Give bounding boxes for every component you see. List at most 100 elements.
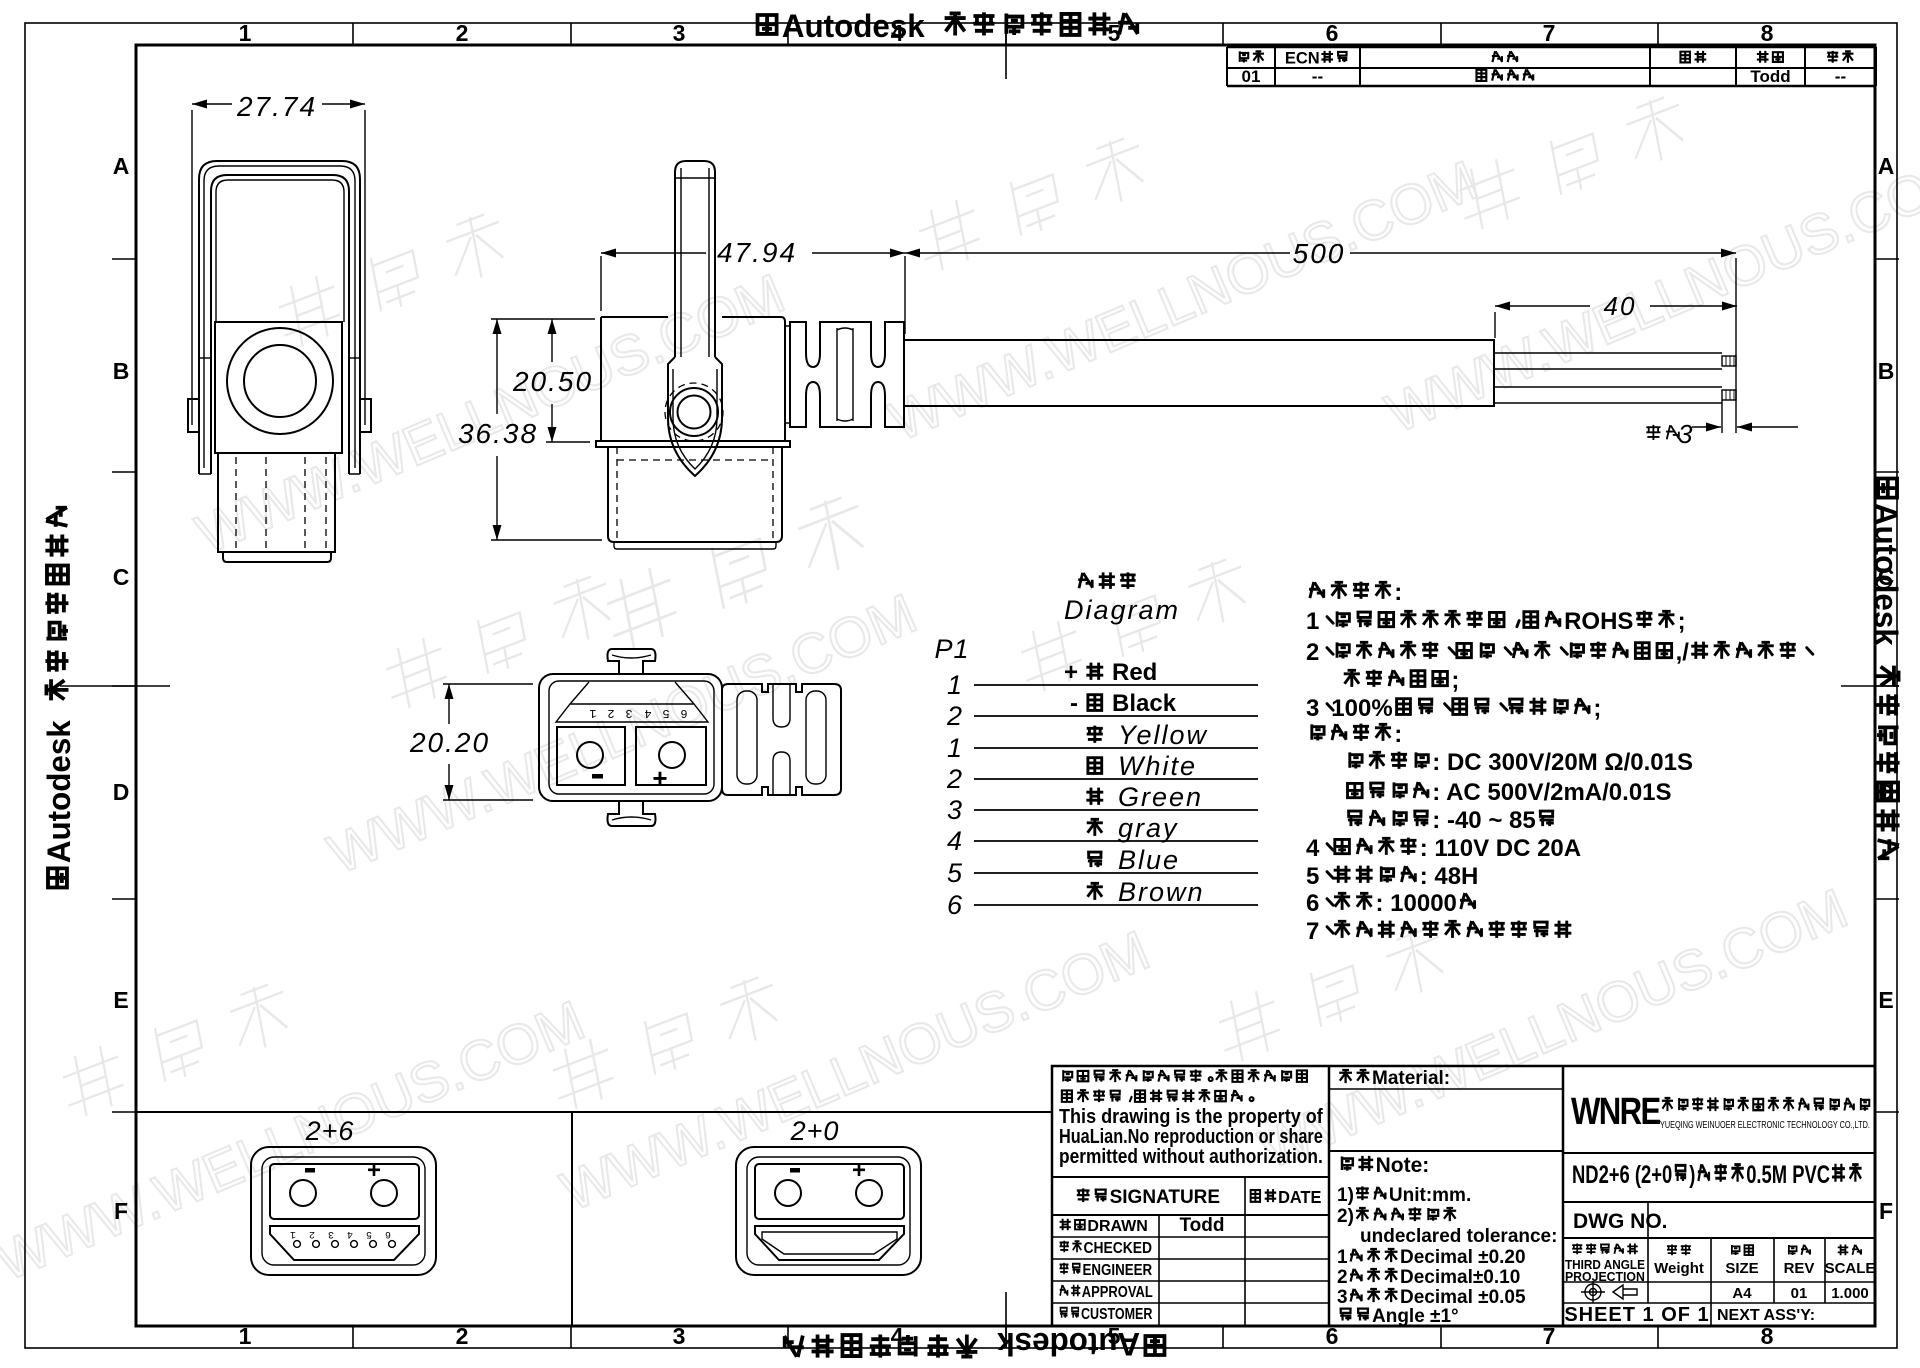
svg-text:: AC 500V/2mA/0.01S: : AC 500V/2mA/0.01S: [1432, 779, 1671, 806]
svg-text:+: +: [1064, 659, 1078, 686]
svg-text:5: 5: [662, 706, 669, 720]
svg-text:ND2+6 (2+0: ND2+6 (2+0: [1572, 1160, 1672, 1188]
svg-text:4: 4: [947, 826, 962, 856]
svg-text:undeclared tolerance:: undeclared tolerance:: [1360, 1226, 1557, 1247]
svg-text:: DC 300V/20M Ω/0.01S: : DC 300V/20M Ω/0.01S: [1432, 749, 1693, 776]
svg-text:3: 3: [1337, 1287, 1348, 1308]
svg-text:Autodesk: Autodesk: [997, 1326, 1140, 1362]
svg-text:01: 01: [1242, 67, 1261, 86]
svg-text:A: A: [113, 153, 130, 179]
svg-text:36.38: 36.38: [458, 418, 538, 449]
svg-text:6: 6: [385, 1228, 391, 1239]
svg-text:+: +: [652, 763, 667, 793]
svg-text:D: D: [113, 779, 130, 805]
svg-text:Autodesk: Autodesk: [782, 8, 925, 44]
svg-text:2: 2: [456, 1323, 469, 1349]
svg-text:DWG NO.: DWG NO.: [1573, 1210, 1668, 1233]
svg-text:2: 2: [1337, 1267, 1348, 1288]
svg-text:THIRD ANGLE: THIRD ANGLE: [1565, 1257, 1645, 1272]
svg-text:4: 4: [347, 1228, 353, 1239]
svg-text:PROJECTION: PROJECTION: [1565, 1270, 1645, 1284]
svg-text:E: E: [113, 987, 128, 1013]
svg-text:SIGNATURE: SIGNATURE: [1110, 1187, 1220, 1208]
svg-text:A: A: [1878, 153, 1895, 179]
svg-text:6: 6: [947, 890, 963, 920]
svg-text:E: E: [1878, 987, 1893, 1013]
svg-text:gray: gray: [1118, 813, 1179, 843]
svg-text:6: 6: [1306, 890, 1319, 917]
svg-text:500: 500: [1293, 238, 1346, 269]
svg-text:3: 3: [947, 795, 962, 825]
svg-text:SCALE: SCALE: [1825, 1260, 1876, 1277]
svg-text:DATE: DATE: [1278, 1186, 1321, 1207]
svg-text:1: 1: [1337, 1247, 1348, 1268]
svg-text:2: 2: [946, 701, 962, 731]
svg-text:1: 1: [589, 706, 596, 720]
svg-text:: 110V DC 20A: : 110V DC 20A: [1420, 835, 1581, 862]
svg-text:20.20: 20.20: [409, 727, 490, 758]
svg-text:1): 1): [1337, 1185, 1354, 1206]
svg-text:SIZE: SIZE: [1725, 1260, 1758, 1277]
svg-text:01: 01: [1791, 1285, 1808, 1302]
svg-text:4: 4: [891, 20, 904, 46]
svg-text:1: 1: [947, 670, 962, 700]
svg-text:C: C: [1878, 564, 1895, 590]
svg-text:Green: Green: [1118, 782, 1203, 812]
svg-text:Todd: Todd: [1179, 1215, 1224, 1236]
svg-text:Autodesk: Autodesk: [41, 720, 77, 863]
svg-text:DRAWN: DRAWN: [1087, 1218, 1147, 1235]
svg-text:0.5M PVC: 0.5M PVC: [1746, 1160, 1830, 1188]
svg-text:Todd: Todd: [1750, 67, 1790, 86]
svg-text:: 48H: : 48H: [1420, 863, 1479, 890]
svg-text:Angle ±1°: Angle ±1°: [1372, 1306, 1459, 1327]
svg-text:Material:: Material:: [1372, 1068, 1450, 1089]
svg-text:;: ;: [1593, 695, 1601, 722]
svg-text:Red: Red: [1112, 659, 1157, 686]
svg-text:3: 3: [625, 706, 632, 720]
svg-text:7: 7: [1543, 20, 1556, 46]
svg-text:Decimal ±0.05: Decimal ±0.05: [1400, 1287, 1526, 1308]
svg-text:4: 4: [1306, 835, 1320, 862]
svg-text:1: 1: [239, 20, 252, 46]
svg-text:+: +: [852, 1157, 866, 1184]
svg-text:;: ;: [1678, 608, 1686, 635]
svg-text:,/: ,/: [1676, 639, 1690, 666]
svg-text:1: 1: [239, 1323, 252, 1349]
svg-text:): ): [1689, 1160, 1695, 1188]
svg-text:5: 5: [1108, 1323, 1121, 1349]
svg-text:B: B: [113, 358, 130, 384]
svg-text:2: 2: [456, 20, 469, 46]
svg-text:2: 2: [607, 706, 614, 720]
svg-text:Yellow: Yellow: [1118, 720, 1208, 750]
svg-text:ENGINEER: ENGINEER: [1083, 1262, 1153, 1279]
svg-text:A4: A4: [1732, 1285, 1752, 1302]
svg-text:-: -: [1070, 690, 1078, 717]
svg-text::: :: [1394, 721, 1402, 748]
svg-text:This drawing is the property o: This drawing is the property of: [1059, 1106, 1323, 1128]
svg-text:YUEQING WEINUOER ELECTRONIC TE: YUEQING WEINUOER ELECTRONIC TECHNOLOGY C…: [1660, 1119, 1870, 1130]
svg-text:Unit:mm.: Unit:mm.: [1389, 1185, 1471, 1206]
svg-text:P1: P1: [934, 634, 969, 664]
svg-text:2+6: 2+6: [305, 1116, 355, 1146]
svg-text:HuaLian.No reproduction or sha: HuaLian.No reproduction or share: [1059, 1124, 1323, 1147]
svg-text:8: 8: [1761, 20, 1774, 46]
svg-text:6: 6: [1326, 20, 1339, 46]
svg-text:NEXT ASS'Y:: NEXT ASS'Y:: [1717, 1307, 1815, 1324]
svg-text:2: 2: [309, 1228, 315, 1239]
svg-text:5: 5: [1108, 20, 1121, 46]
svg-text:White: White: [1118, 751, 1197, 781]
svg-text:6: 6: [680, 706, 687, 720]
svg-text:Diagram: Diagram: [1064, 595, 1180, 625]
svg-text:7: 7: [1306, 918, 1319, 945]
svg-text:3: 3: [328, 1228, 334, 1239]
svg-text:2: 2: [1306, 639, 1319, 666]
svg-text:1: 1: [947, 733, 962, 763]
svg-text::: :: [1394, 579, 1402, 606]
svg-text:Autodesk: Autodesk: [1868, 503, 1904, 646]
svg-text:100%: 100%: [1331, 695, 1392, 722]
svg-text:permitted without authorizatio: permitted without authorization.: [1059, 1145, 1323, 1167]
svg-text:Decimal±0.10: Decimal±0.10: [1400, 1267, 1520, 1288]
svg-text:--: --: [1835, 67, 1846, 86]
svg-text:Blue: Blue: [1118, 845, 1180, 875]
svg-text:Weight: Weight: [1654, 1260, 1704, 1277]
